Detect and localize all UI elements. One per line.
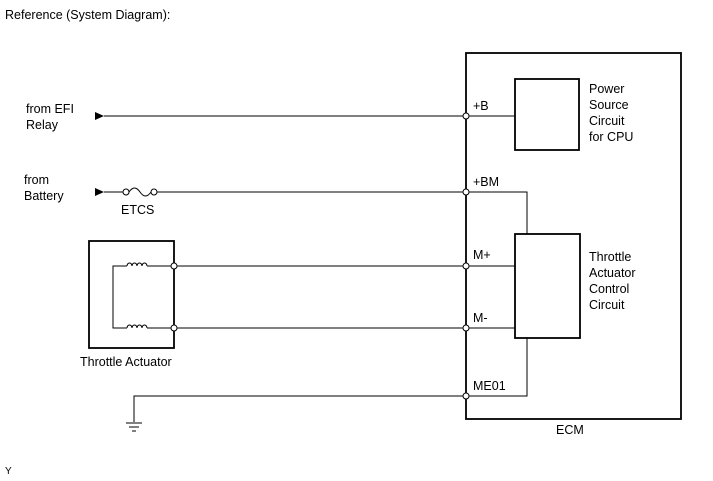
throttle-actuator-label: Throttle Actuator — [80, 355, 172, 369]
pin-m-plus-label: M+ — [473, 248, 491, 262]
pin-plus-b-label: +B — [473, 99, 489, 113]
actuator-terminal-m-minus — [170, 324, 178, 332]
fuse-terminal-right — [150, 188, 158, 196]
throttle-actuator-box — [88, 240, 175, 349]
pin-plus-bm-terminal — [462, 188, 470, 196]
actuator-terminal-m-plus — [170, 262, 178, 270]
motor-coil-icon-lower — [126, 324, 148, 329]
power-circuit-line-3: Circuit — [589, 114, 625, 128]
me01-ground-wire — [133, 395, 466, 422]
throttle-circuit-line-1: Throttle — [589, 250, 631, 264]
efi-relay-arrow-icon — [95, 112, 104, 120]
battery-label-1: from — [24, 173, 49, 187]
efi-relay-label-1: from EFI — [26, 102, 74, 116]
footer-mark: Y — [5, 466, 12, 477]
pin-m-minus-terminal — [462, 324, 470, 332]
power-source-circuit-box — [514, 78, 580, 151]
etcs-fuse-icon — [128, 187, 152, 197]
motor-coil-icon-upper — [126, 262, 148, 267]
power-circuit-line-1: Power — [589, 82, 624, 96]
pin-me01-terminal — [462, 392, 470, 400]
power-circuit-line-2: Source — [589, 98, 629, 112]
pin-plus-b-terminal — [462, 112, 470, 120]
battery-arrow-icon — [95, 188, 104, 196]
throttle-circuit-line-3: Control — [589, 282, 629, 296]
throttle-circuit-line-4: Circuit — [589, 298, 625, 312]
pin-m-plus-terminal — [462, 262, 470, 270]
ecm-label: ECM — [556, 423, 584, 437]
battery-label-2: Battery — [24, 189, 64, 203]
efi-relay-label-2: Relay — [26, 118, 59, 132]
diagram-title: Reference (System Diagram): — [5, 8, 170, 22]
me01-wire-internal — [466, 338, 528, 397]
ground-icon — [126, 422, 142, 432]
actuator-internal-wire — [112, 265, 127, 329]
throttle-circuit-line-2: Actuator — [589, 266, 636, 280]
throttle-control-circuit-box — [514, 233, 581, 339]
pin-plus-bm-label: +BM — [473, 175, 499, 189]
etcs-fuse-label: ETCS — [121, 203, 154, 217]
ecm-box — [465, 52, 682, 420]
fuse-terminal-left — [122, 188, 130, 196]
power-circuit-line-4: for CPU — [589, 130, 633, 144]
plus-bm-wire — [466, 191, 528, 234]
pin-m-minus-label: M- — [473, 311, 488, 325]
pin-me01-label: ME01 — [473, 379, 506, 393]
